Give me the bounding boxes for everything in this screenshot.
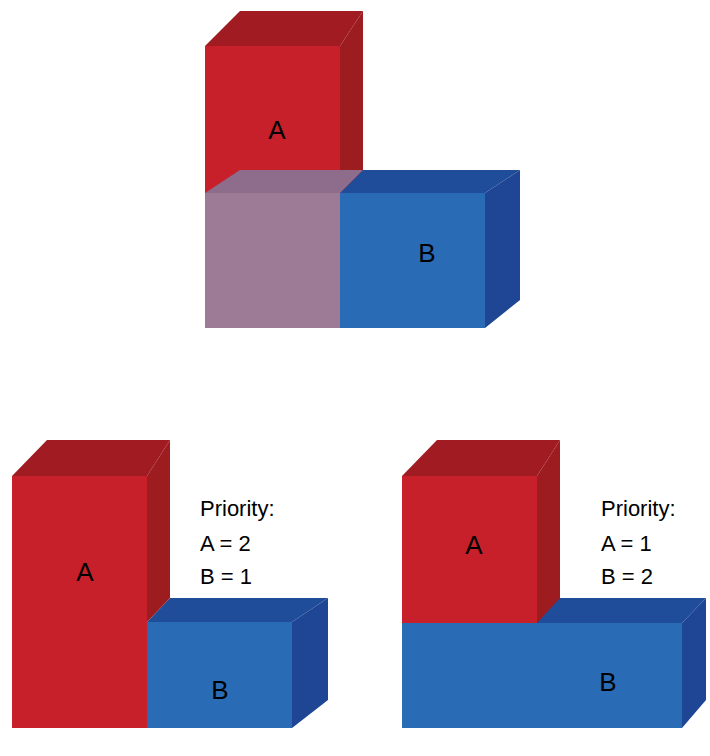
box-front-face [402, 476, 537, 623]
priority-value: B = 2 [601, 565, 653, 589]
box-side-face [485, 170, 520, 328]
box-top-face [205, 11, 363, 46]
box-letter: A [268, 115, 285, 146]
overlap-front-face [205, 193, 340, 328]
overlap-boxes [205, 11, 520, 328]
box-side-face [147, 440, 170, 622]
blue-box: B [200, 669, 240, 712]
priority-b-boxes [402, 440, 706, 728]
priority-heading: Priority: [200, 497, 275, 521]
box-front-face [402, 623, 682, 728]
box-top-face [12, 440, 170, 476]
red-box: A [257, 109, 297, 152]
priority-value: B = 1 [200, 565, 252, 589]
box-letter: B [418, 238, 435, 269]
red-box: A [454, 524, 494, 567]
priority-value: A = 1 [601, 532, 652, 556]
priority-heading: Priority: [601, 497, 676, 521]
box-letter: A [465, 530, 482, 561]
priority-a-boxes [12, 440, 328, 728]
box-side-face [537, 440, 560, 623]
overlap-top-face [205, 170, 363, 193]
box-letter: B [211, 675, 228, 706]
box-front-face [147, 622, 292, 728]
box-side-face [292, 598, 328, 728]
box-front-face [205, 193, 485, 328]
box-side-face [682, 598, 706, 728]
box-letter: A [76, 557, 93, 588]
priority-value: A = 2 [200, 532, 251, 556]
box-front-face [12, 476, 147, 728]
box-letter: B [599, 667, 616, 698]
box-side-face [340, 11, 363, 193]
box-top-face [205, 170, 520, 193]
box-top-face [402, 440, 560, 476]
blue-box: B [588, 661, 628, 704]
blue-box: B [407, 232, 447, 275]
red-box: A [65, 551, 105, 594]
